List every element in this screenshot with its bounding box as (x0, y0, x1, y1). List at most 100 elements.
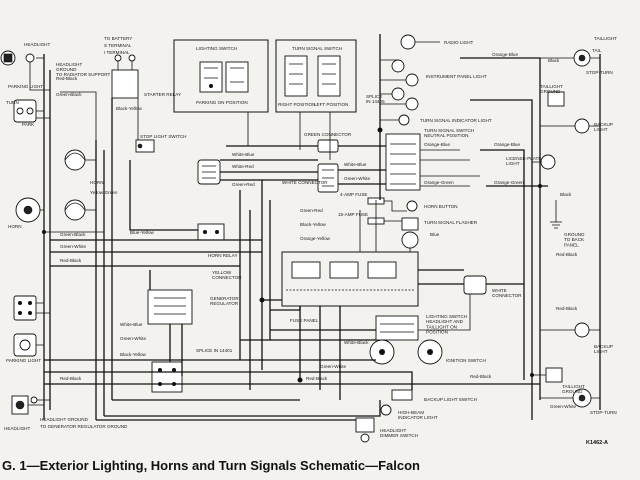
wire-label: Orange-Green (494, 180, 524, 185)
label-headlight-ground-bottom: HEADLIGHT GROUND (40, 417, 89, 422)
wire-label: Black (560, 192, 572, 197)
figure-caption: G. 1—Exterior Lighting, Horns and Turn S… (2, 458, 420, 473)
turn-signal-indicator (398, 114, 410, 126)
green-connector (317, 139, 339, 153)
wire-label: Orange-Yellow (300, 236, 331, 241)
wire-label: Red-Black (306, 376, 328, 381)
label-to-voltage-regulator: TO GENERATOR REGULATOR GROUND (40, 424, 128, 429)
label-backup-light-switch: BACKUP LIGHT SWITCH (424, 397, 477, 402)
label-park: PARK (22, 122, 35, 127)
label-starter-relay: STARTER RELAY (144, 92, 181, 97)
backup-light-top (574, 118, 590, 134)
radio-light (400, 34, 440, 50)
lighting-switch-diagram (199, 61, 249, 93)
horn-lower (64, 199, 86, 221)
wire-label: Green-White (344, 176, 370, 181)
wire-label: White-Blue (120, 322, 143, 327)
label-radio-light: RADIO LIGHT (444, 40, 474, 45)
turn-signal-flasher (401, 217, 419, 249)
fuse-panel (281, 251, 419, 307)
label-taillight-top: TAILLIGHT (594, 36, 617, 41)
wire-label: Orange-Blue (494, 142, 520, 147)
wire-label: White-Blue (232, 152, 255, 157)
bullet-connector-left (13, 295, 37, 321)
label-left-position: LEFT POSITION (314, 102, 348, 107)
label-stop-turn: STOP-TURN (586, 70, 613, 75)
wire-color-labels: Green-Black Red-Black Green-Black Green-… (56, 52, 578, 409)
splice-points (42, 127, 542, 383)
wire-label: White-Black (344, 340, 369, 345)
wire-label: Green-Black (60, 232, 86, 237)
wire-label: Yellow-Green (90, 190, 118, 195)
wire-label: Black-Yellow (120, 352, 147, 357)
white-connector-mid (317, 163, 339, 193)
label-lighting-switch: LIGHTING SWITCH (196, 46, 237, 51)
generator-regulator (147, 289, 193, 325)
taillight-ground-bottom (545, 367, 563, 383)
high-beam-indicator (380, 404, 392, 416)
license-plate-light (540, 154, 556, 170)
wire-label: Green-Red (300, 208, 323, 213)
wire-label: Red-Black (60, 376, 82, 381)
parking-light-bottom (13, 333, 37, 357)
lighting-switch-inset (173, 39, 269, 113)
label-parking-light-bottom: PARKING LIGHT (6, 358, 41, 363)
label-to-battery: TO BATTERY (104, 36, 132, 41)
label-stop-light-switch: STOP LIGHT SWITCH (140, 134, 186, 139)
label-parking-on-position: PARKING ON POSITION (196, 100, 248, 105)
label-headlight-top: HEADLIGHT (24, 42, 50, 47)
wire-label: Green-White (120, 336, 146, 341)
label-turn-signal-switch: TURN SIGNAL SWITCH (292, 46, 342, 51)
label-horn-button: HORN BUTTON (424, 204, 458, 209)
lighting-switch-headlight-position (375, 315, 419, 341)
wire-label: Red-Black (60, 258, 82, 263)
wire-label: White-Blue (344, 162, 367, 167)
wire-label: Black-Yellow (116, 106, 143, 111)
wire-label: Green-Red (232, 182, 255, 187)
taillight-bottom (572, 388, 592, 408)
figure-code: K1462-A (586, 440, 608, 446)
label-green-connector: GREEN CONNECTOR (304, 132, 352, 137)
label-fuse-panel: FUSE PANEL (290, 318, 319, 323)
label-instrument-panel-light: INSTRUMENT PANEL LIGHT (426, 74, 487, 79)
horn-button (406, 200, 418, 212)
turn-signal-switch-inset (275, 39, 357, 113)
wire-label: Orange-Blue (424, 142, 450, 147)
label-turn: TURN (6, 100, 19, 105)
stop-light-switch (135, 139, 155, 153)
wire-label: Red-Black (556, 252, 578, 257)
wire-label: Green-White (550, 404, 576, 409)
wire-label: White-Red (232, 164, 254, 169)
wire-label: Orange-Blue (492, 52, 518, 57)
label-parking-light-top: PARKING LIGHT (8, 84, 43, 89)
label-turn-signal-indicator: TURN SIGNAL INDICATOR LIGHT (420, 118, 492, 123)
label-to-radiator-support: TO RADIATOR SUPPORT (56, 72, 110, 77)
yellow-connector (151, 361, 183, 393)
headlight-dimmer-switch (355, 417, 375, 443)
turn-signal-switch-neutral (385, 133, 421, 191)
label-horn-right: HORN (90, 180, 104, 185)
wire-label: Red-Black (56, 76, 78, 81)
label-i-terminal: I TERMINAL (104, 50, 130, 55)
label-splice-14401: SPLICE IN 14401 (196, 348, 233, 353)
wire-label: Black (548, 58, 560, 63)
label-right-position: RIGHT POSITION (278, 102, 315, 107)
turn-signal-switch-connector (197, 159, 221, 185)
label-horn-left: HORN (8, 224, 22, 229)
label-amp-fuse-15: 15-AMP FUSE (338, 212, 368, 217)
taillight-ground-top (547, 91, 565, 107)
label-ignition-switch: IGNITION SWITCH (446, 358, 486, 363)
